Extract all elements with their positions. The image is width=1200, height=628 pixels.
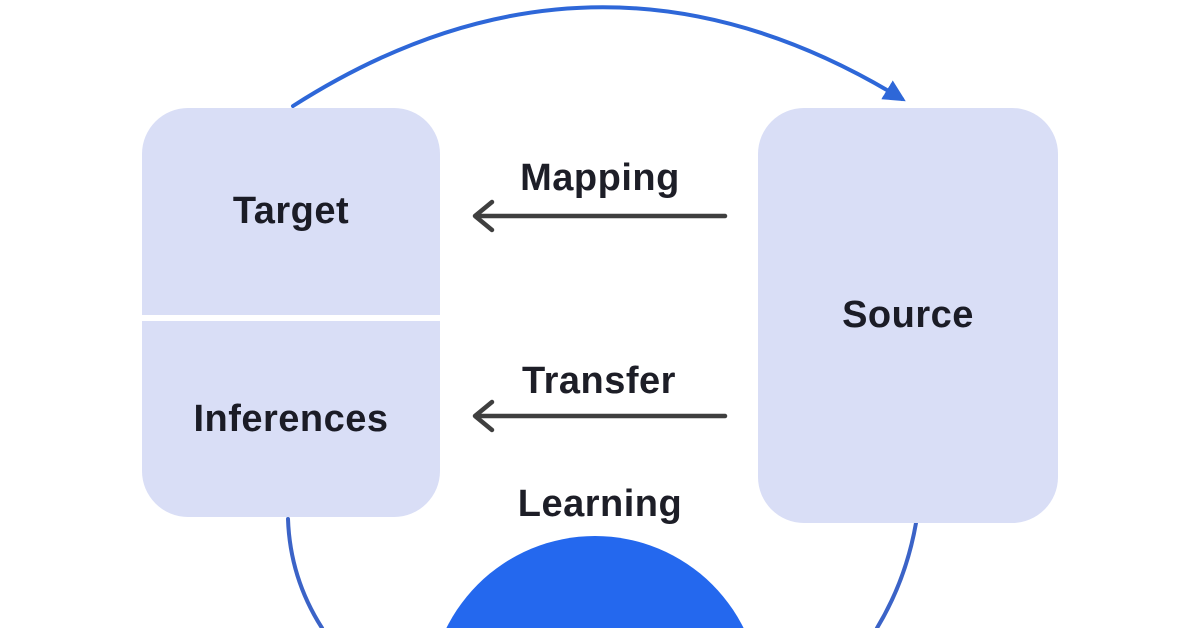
source-cell: Source bbox=[758, 108, 1058, 523]
cycle-arc-bottom-right-icon bbox=[875, 521, 918, 628]
mapping-label: Mapping bbox=[520, 157, 680, 199]
mapping-arrowhead bbox=[472, 199, 495, 233]
target-cell: Target bbox=[142, 108, 440, 315]
source-box: Source bbox=[758, 108, 1058, 523]
transfer-arrow-icon bbox=[472, 399, 728, 433]
source-label: Source bbox=[842, 294, 974, 336]
learning-label: Learning bbox=[517, 483, 683, 525]
target-inferences-box: Target Inferences bbox=[142, 108, 440, 517]
learning-circle bbox=[446, 536, 744, 628]
transfer-label: Transfer bbox=[522, 360, 676, 402]
transfer-arrowhead bbox=[472, 399, 495, 433]
cycle-arc-bottom-left-icon bbox=[286, 517, 324, 628]
mapping-arrow-icon bbox=[472, 199, 728, 233]
box-divider bbox=[142, 315, 440, 321]
inferences-label: Inferences bbox=[193, 397, 389, 440]
inferences-cell: Inferences bbox=[142, 321, 440, 517]
target-label: Target bbox=[232, 190, 350, 232]
cycle-arc-top-icon bbox=[291, 5, 906, 108]
